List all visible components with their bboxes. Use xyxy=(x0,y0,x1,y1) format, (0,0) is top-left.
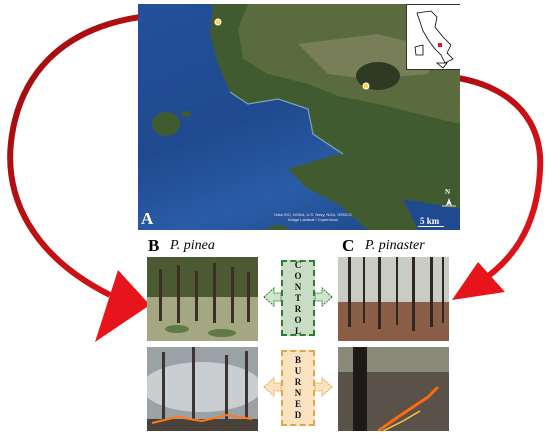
burned-label: BURNED xyxy=(293,355,303,421)
photo-pinea-control xyxy=(147,257,258,341)
site-marker-pinea xyxy=(214,18,222,26)
north-label: N xyxy=(445,188,451,196)
control-label: CONTROL xyxy=(293,259,303,337)
photo-pinaster-control xyxy=(338,257,449,341)
species-label-pinaster: P. pinaster xyxy=(365,238,425,253)
site-marker-pinaster xyxy=(362,82,370,90)
photo-pinea-burned xyxy=(147,347,258,431)
scale-bar xyxy=(418,226,444,227)
left-arrow-head xyxy=(95,270,150,342)
north-arrow-icon xyxy=(442,198,456,207)
burned-arrows xyxy=(263,376,333,398)
photo-pinaster-burned xyxy=(338,347,449,431)
burned-label-box: BURNED xyxy=(281,350,315,426)
control-label-box: CONTROL xyxy=(281,259,315,337)
satellite-map-panel: A Data SIO, NOAA, U.S. Navy, NGA, GEBCO … xyxy=(138,4,460,230)
panel-label-a: A xyxy=(141,209,154,228)
control-arrows xyxy=(263,286,333,308)
panel-label-b: B xyxy=(148,236,160,255)
scale-bar-label: 5 km xyxy=(420,216,440,226)
panel-label-c: C xyxy=(342,236,355,255)
italy-inset-map xyxy=(406,4,460,70)
species-label-pinea: P. pinea xyxy=(170,238,215,253)
map-attribution: Data SIO, NOAA, U.S. Navy, NGA, GEBCO Im… xyxy=(274,212,352,222)
right-arrow-head xyxy=(452,262,505,300)
map-illustration xyxy=(152,4,460,230)
study-area-marker xyxy=(438,43,442,47)
